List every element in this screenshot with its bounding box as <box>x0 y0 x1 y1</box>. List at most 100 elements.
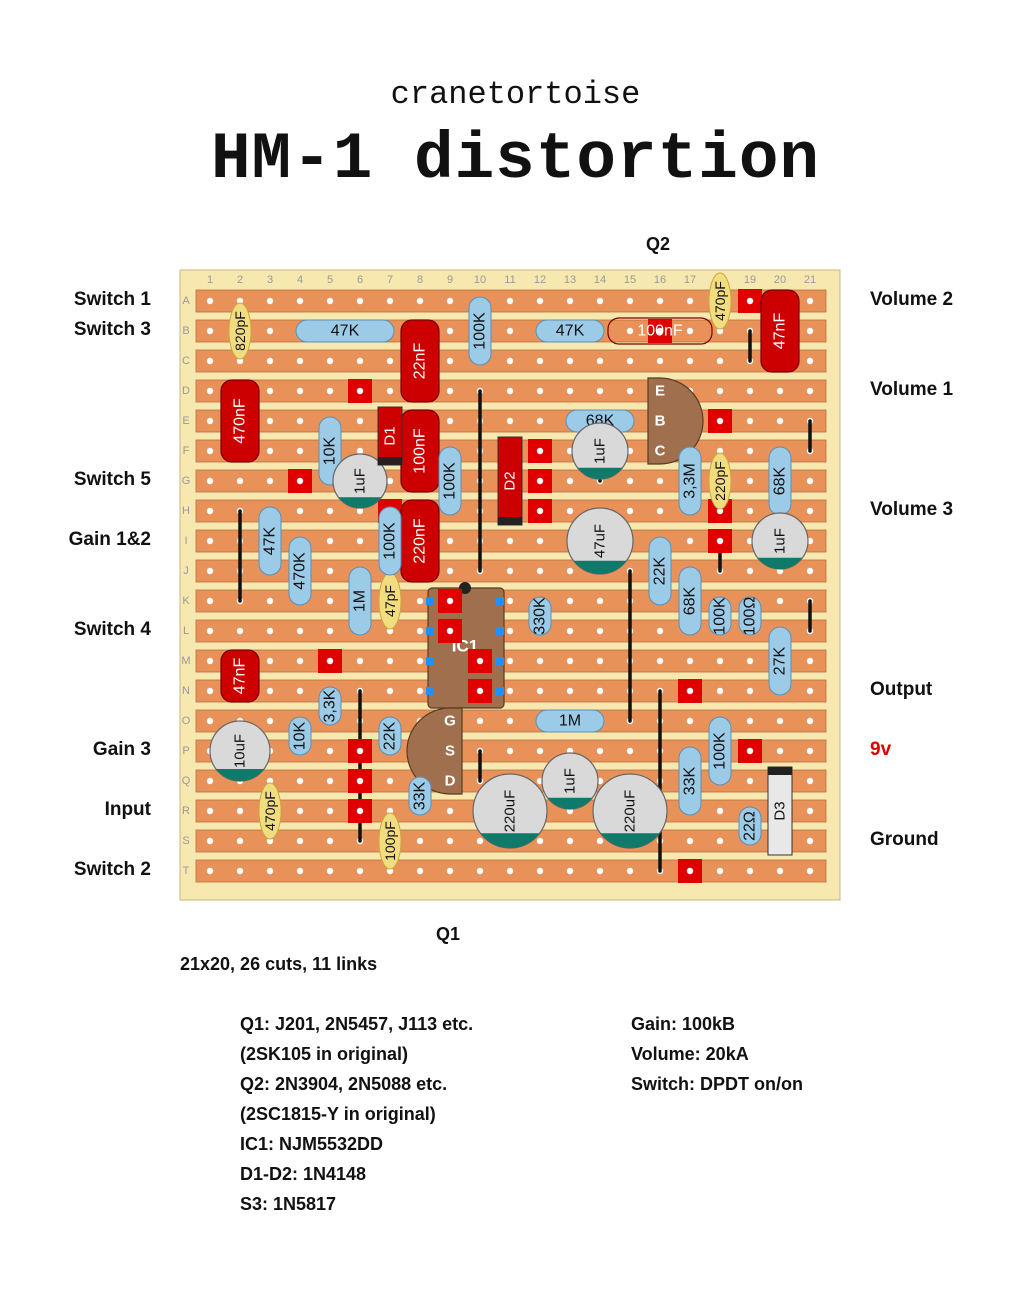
strip-hole <box>386 357 394 365</box>
strip-hole <box>506 747 514 755</box>
resistor-value: 27K <box>772 646 789 675</box>
strip-hole <box>656 297 664 305</box>
left-label: Switch 1 <box>73 289 151 310</box>
transistor-pin-label: G <box>444 713 456 730</box>
strip-hole <box>806 837 814 845</box>
resistor-body <box>378 506 402 576</box>
row-letter: C <box>182 355 190 367</box>
row-letter: O <box>182 715 191 727</box>
strip-hole <box>806 717 814 725</box>
strip-hole <box>386 477 394 485</box>
strip-hole <box>686 837 694 845</box>
strip-hole <box>626 387 634 395</box>
transistor-pin-label: S <box>445 743 455 760</box>
column-number: 9 <box>447 274 453 286</box>
row-letter: F <box>183 445 190 457</box>
resistor-body <box>738 806 762 846</box>
strip-hole <box>596 357 604 365</box>
cut-hole <box>326 657 334 665</box>
resistor-body <box>318 686 342 726</box>
note-line: (2SK105 in original) <box>240 1044 409 1064</box>
strip-hole <box>206 837 214 845</box>
column-number: 12 <box>534 274 546 286</box>
resistor-body <box>288 716 312 756</box>
strip-hole <box>566 837 574 845</box>
strip-hole <box>506 867 514 875</box>
row-letter: D <box>182 385 190 397</box>
ic-pin <box>426 657 434 665</box>
strip-hole <box>356 507 364 515</box>
strip-hole <box>266 297 274 305</box>
strip-hole <box>746 687 754 695</box>
resistor-body <box>258 506 282 576</box>
strip-hole <box>476 867 484 875</box>
column-number: 20 <box>774 274 786 286</box>
electrolytic-capacitor <box>472 773 548 849</box>
strip-hole <box>386 297 394 305</box>
ic-pin <box>496 597 504 605</box>
resistor-body <box>678 746 702 816</box>
strip-hole <box>806 687 814 695</box>
diode-band <box>498 517 522 525</box>
strip-hole <box>356 417 364 425</box>
strip-hole <box>716 447 724 455</box>
diode-body <box>377 406 403 466</box>
strip-hole <box>206 387 214 395</box>
q2-transistor <box>647 377 704 465</box>
cut-hole <box>536 477 544 485</box>
row-letter: L <box>183 625 189 637</box>
left-label: Switch 3 <box>73 319 151 340</box>
strip-hole <box>326 297 334 305</box>
strip-hole <box>626 747 634 755</box>
strip-hole <box>356 657 364 665</box>
strip-hole <box>776 747 784 755</box>
strip-hole <box>716 837 724 845</box>
strip-hole <box>746 417 754 425</box>
column-number: 8 <box>417 274 423 286</box>
strip-hole <box>716 387 724 395</box>
film-cap-value: 47nF <box>772 313 789 350</box>
strip-hole <box>326 507 334 515</box>
strip-hole <box>446 867 454 875</box>
strip-hole <box>776 597 784 605</box>
resistor-value: 100Ω <box>742 597 759 636</box>
strip-hole <box>596 627 604 635</box>
strip-hole <box>206 657 214 665</box>
strip-hole <box>326 357 334 365</box>
strip-hole <box>536 567 544 575</box>
ic-pin <box>496 657 504 665</box>
row-letter: H <box>182 505 190 517</box>
strip-hole <box>566 597 574 605</box>
strip-hole <box>806 357 814 365</box>
row-letter: T <box>183 865 190 877</box>
strip-hole <box>206 777 214 785</box>
strip-hole <box>626 867 634 875</box>
strip-hole <box>296 807 304 815</box>
strip-hole <box>746 867 754 875</box>
strip-hole <box>506 717 514 725</box>
cut-hole <box>356 387 364 395</box>
strip-hole <box>236 837 244 845</box>
strip-hole <box>596 867 604 875</box>
strip-hole <box>506 537 514 545</box>
strip-hole <box>206 357 214 365</box>
cut-hole <box>356 777 364 785</box>
strip-hole <box>356 537 364 545</box>
column-number: 19 <box>744 274 756 286</box>
strip-hole <box>536 837 544 845</box>
column-number: 1 <box>207 274 213 286</box>
diode-label: D2 <box>502 471 519 490</box>
strip-hole <box>536 387 544 395</box>
strip-hole <box>596 687 604 695</box>
strip-hole <box>266 357 274 365</box>
strip-hole <box>506 567 514 575</box>
strip-hole <box>416 627 424 635</box>
strip-hole <box>386 687 394 695</box>
ceramic-capacitor <box>258 782 282 840</box>
strip-hole <box>356 447 364 455</box>
resistor-value: 22K <box>652 556 669 585</box>
column-number: 11 <box>504 274 515 286</box>
electrolytic-value: 47uF <box>592 524 609 558</box>
strip-hole <box>416 657 424 665</box>
